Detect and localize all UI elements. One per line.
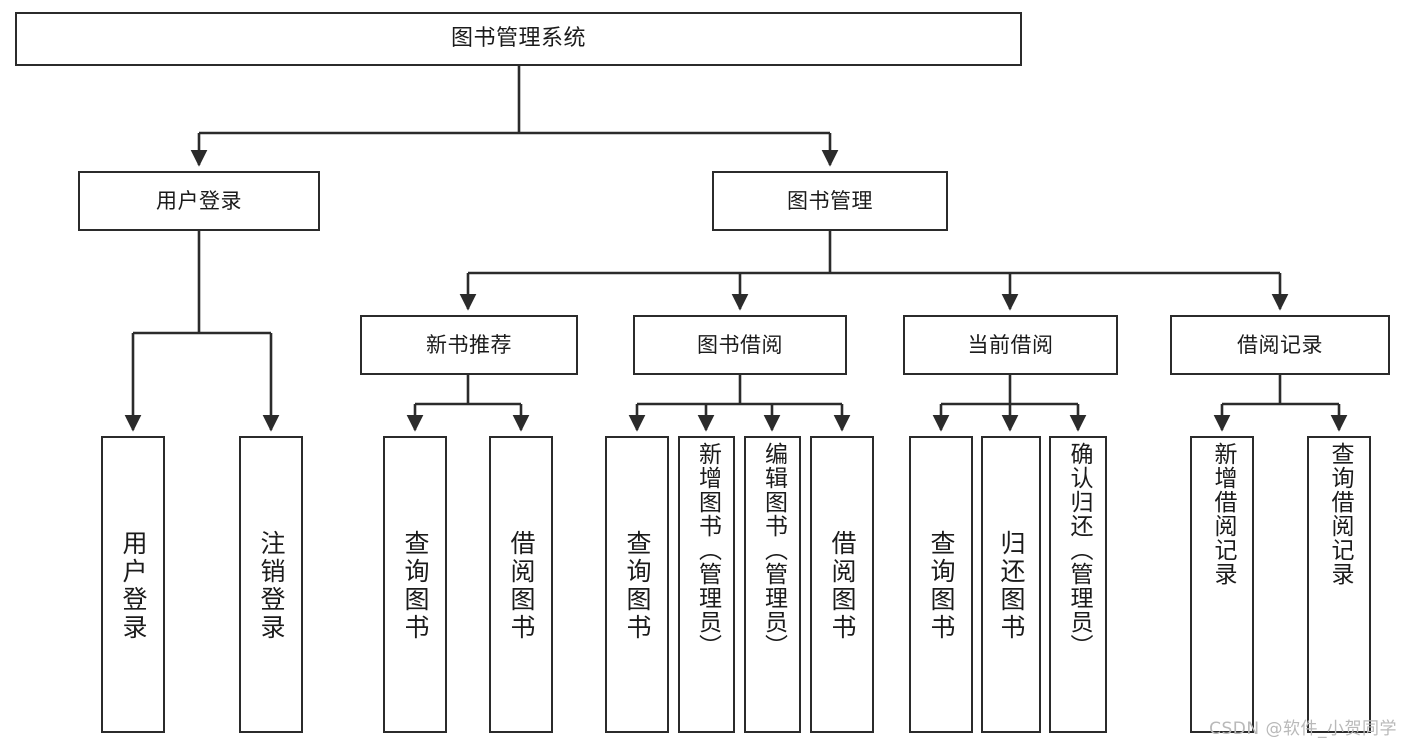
node-label: 编辑图书（管理员） bbox=[760, 442, 787, 658]
node-label: 归还图书 bbox=[997, 529, 1026, 642]
leaf-user-login[interactable]: 用户登录 bbox=[101, 436, 165, 733]
node-book-management[interactable]: 图书管理 bbox=[712, 171, 948, 231]
node-user-login[interactable]: 用户登录 bbox=[78, 171, 320, 231]
node-label: 查询图书 bbox=[927, 529, 956, 642]
node-label: 确认归还（管理员） bbox=[1065, 442, 1092, 658]
leaf-query-book-current[interactable]: 查询图书 bbox=[909, 436, 973, 733]
leaf-add-borrow-record[interactable]: 新增借阅记录 bbox=[1190, 436, 1254, 733]
leaf-query-book-borrow[interactable]: 查询图书 bbox=[605, 436, 669, 733]
csdn-watermark: CSDN @软件_小贺同学 bbox=[1209, 719, 1397, 739]
node-borrow-record[interactable]: 借阅记录 bbox=[1170, 315, 1390, 375]
node-label: 新书推荐 bbox=[426, 332, 512, 357]
leaf-query-borrow-record[interactable]: 查询借阅记录 bbox=[1307, 436, 1371, 733]
node-label: 注销登录 bbox=[257, 529, 286, 642]
node-label: 图书借阅 bbox=[697, 332, 783, 357]
node-label: 图书管理 bbox=[787, 188, 873, 213]
leaf-edit-book-admin[interactable]: 编辑图书（管理员） bbox=[744, 436, 801, 733]
node-label: 新增图书（管理员） bbox=[694, 442, 721, 658]
node-current-borrow[interactable]: 当前借阅 bbox=[903, 315, 1118, 375]
node-label: 用户登录 bbox=[119, 529, 148, 642]
node-book-borrow[interactable]: 图书借阅 bbox=[633, 315, 847, 375]
node-label: 查询借阅记录 bbox=[1326, 442, 1353, 586]
node-label: 查询图书 bbox=[623, 529, 652, 642]
leaf-query-book-recommend[interactable]: 查询图书 bbox=[383, 436, 447, 733]
leaf-confirm-return-admin[interactable]: 确认归还（管理员） bbox=[1049, 436, 1107, 733]
leaf-logout-login[interactable]: 注销登录 bbox=[239, 436, 303, 733]
leaf-borrow-book-recommend[interactable]: 借阅图书 bbox=[489, 436, 553, 733]
node-new-book-recommend[interactable]: 新书推荐 bbox=[360, 315, 578, 375]
node-label: 借阅图书 bbox=[828, 529, 857, 642]
node-label: 用户登录 bbox=[156, 188, 242, 213]
node-label: 借阅记录 bbox=[1237, 332, 1323, 357]
node-label: 当前借阅 bbox=[967, 332, 1054, 357]
node-root-system[interactable]: 图书管理系统 bbox=[15, 12, 1022, 66]
node-label: 借阅图书 bbox=[507, 529, 536, 642]
leaf-return-book[interactable]: 归还图书 bbox=[981, 436, 1041, 733]
node-label: 查询图书 bbox=[401, 529, 430, 642]
node-label: 图书管理系统 bbox=[450, 26, 586, 51]
leaf-add-book-admin[interactable]: 新增图书（管理员） bbox=[678, 436, 735, 733]
node-label: 新增借阅记录 bbox=[1209, 442, 1236, 586]
leaf-borrow-book[interactable]: 借阅图书 bbox=[810, 436, 874, 733]
